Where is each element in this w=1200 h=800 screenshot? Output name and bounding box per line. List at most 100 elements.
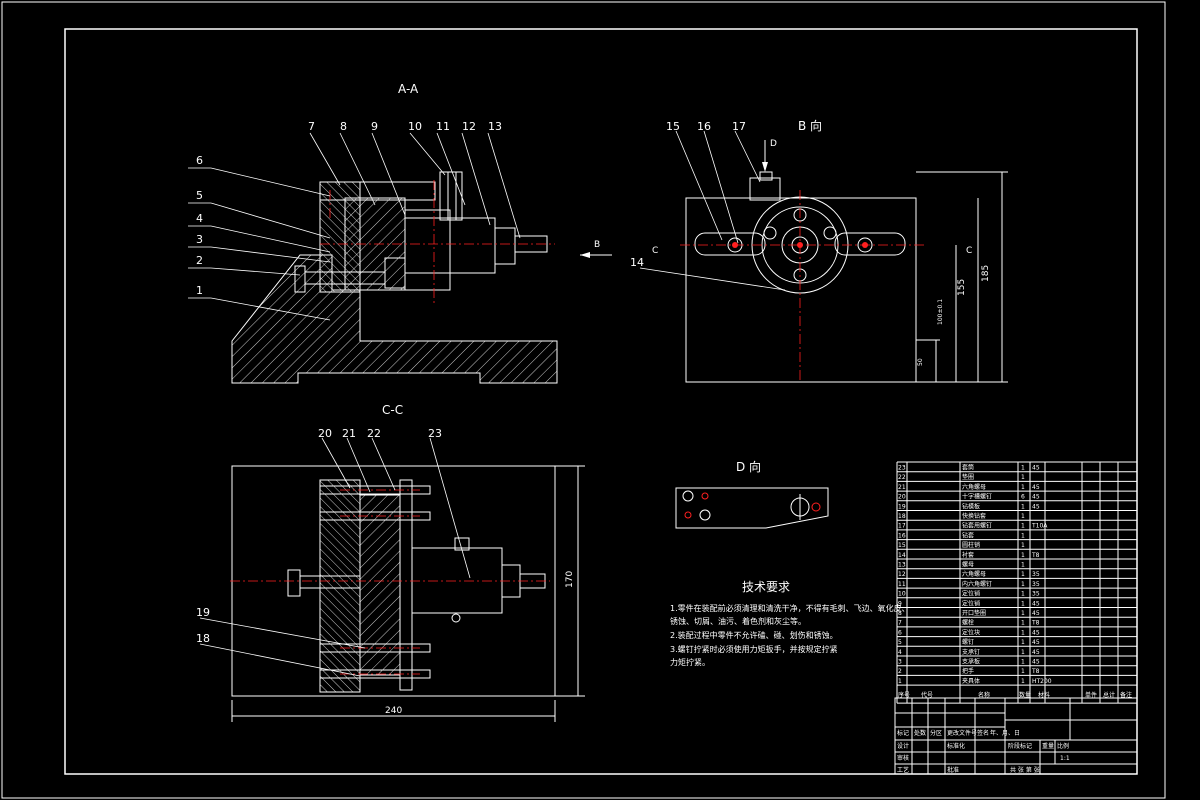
bom-cell: 定位销	[962, 590, 980, 598]
balloon-12: 12	[462, 120, 476, 133]
balloon-20: 20	[318, 427, 332, 440]
tb-label-sign: 签名	[977, 729, 989, 737]
bom-cell: 定位销	[962, 599, 980, 607]
screw-top	[439, 171, 463, 221]
tech-line-1: 1.零件在装配前必须清理和清洗干净，不得有毛刺、飞边、氧化皮、	[670, 603, 910, 613]
dim-100: 100±0.1	[937, 299, 944, 325]
slot-left	[694, 232, 766, 256]
tb-label-std: 标准化	[947, 742, 965, 750]
balloon-5: 5	[196, 189, 203, 202]
bom-cell: 45	[1032, 484, 1040, 491]
view-b: B 向 D C C 15 16 17 14	[630, 118, 1008, 383]
tech-line-4: 3.螺钉拧紧时必须使用力矩扳手，并按规定拧紧	[670, 644, 838, 654]
bom-cell: 45	[1032, 610, 1040, 617]
bom-header-cell: 材料	[1038, 691, 1050, 699]
c-left-label: C	[652, 246, 658, 256]
bom-cell: 11	[898, 581, 906, 588]
balloon-7: 7	[308, 120, 315, 133]
b-arrow-icon	[580, 252, 590, 258]
bom-cell: 内六角螺钉	[962, 580, 992, 588]
tech-requirements: 技术要求 1.零件在装配前必须清理和清洗干净，不得有毛刺、飞边、氧化皮、 锈蚀、…	[670, 580, 910, 667]
section-c-title: C-C	[382, 403, 403, 417]
bom-cell: 22	[898, 474, 906, 481]
screw-bottom	[384, 257, 406, 289]
dim-240: 240	[385, 706, 402, 716]
bom-cell: 12	[898, 571, 906, 578]
tb-label-change: 更改文件号	[947, 729, 977, 737]
dim-50: 50	[917, 358, 924, 366]
bom-cell: 4	[898, 649, 902, 656]
housing	[404, 209, 451, 291]
bom-header-cell: 序号	[898, 691, 910, 699]
balloon-23: 23	[428, 427, 442, 440]
top-cover	[319, 181, 436, 201]
bom-header-cell: 单件	[1085, 691, 1097, 699]
bom-cell: T8	[1031, 620, 1040, 627]
section-c-c: C-C 20 21 22 23 19 18	[196, 403, 585, 722]
tech-line-2: 锈蚀、切屑、油污、着色剂和灰尘等。	[670, 616, 806, 626]
bom-cell: 1	[1021, 562, 1025, 569]
tb-label-weight: 重量	[1042, 742, 1054, 750]
bom-cell: 1	[1021, 532, 1025, 539]
bom-cell: 1	[1021, 678, 1025, 685]
balloon-13: 13	[488, 120, 502, 133]
bom-cell: 十字槽螺钉	[962, 493, 992, 501]
bom-cell: 定位块	[962, 628, 980, 636]
bom-header-cell: 代号	[921, 691, 933, 699]
bom-cell: 1	[1021, 465, 1025, 472]
tb-label-stage: 阶段标记	[1008, 742, 1032, 750]
bom-cell: 1	[1021, 600, 1025, 607]
section-a-title: A-A	[398, 82, 419, 96]
bom-cell: 1	[1021, 542, 1025, 549]
bom-cell: 45	[1032, 503, 1040, 510]
bom-cell: 45	[1032, 659, 1040, 666]
bom-cell: 钻模板	[962, 502, 980, 510]
balloon-1: 1	[196, 284, 203, 297]
bom-cell: 19	[898, 503, 906, 510]
bom-cell: 1	[1021, 659, 1025, 666]
bom-cell: 15	[898, 542, 906, 549]
bom-cell: 1	[1021, 513, 1025, 520]
balloon-4: 4	[196, 212, 203, 225]
bom-cell: 18	[898, 513, 906, 520]
balloon-10: 10	[408, 120, 422, 133]
bom-cell: 1	[1021, 484, 1025, 491]
balloon-2: 2	[196, 254, 203, 267]
bom-cell: 10	[898, 591, 906, 598]
bom-cell: 45	[1032, 600, 1040, 607]
slot-right	[834, 232, 906, 256]
nut-body	[494, 227, 516, 265]
bom-cell: 1	[1021, 523, 1025, 530]
tb-label-design: 设计	[897, 742, 909, 750]
bom-cell: 2	[898, 668, 902, 675]
balloon-22: 22	[367, 427, 381, 440]
tech-title: 技术要求	[742, 580, 790, 594]
bom-cell: 1	[1021, 591, 1025, 598]
c-plate-section	[359, 494, 401, 676]
bom-cell: 1	[1021, 581, 1025, 588]
bom-cell: 6	[898, 629, 902, 636]
c-right-label: C	[966, 246, 972, 256]
bom-cell: 衬套	[962, 551, 974, 559]
bom-cell: 5	[898, 639, 902, 646]
bom-cell: 1	[1021, 503, 1025, 510]
bom-cell: 1	[1021, 649, 1025, 656]
tb-label-zone: 分区	[930, 729, 942, 737]
bom-cell: 14	[898, 552, 906, 559]
bom-header-cell: 总计	[1103, 691, 1115, 699]
tb-label-date: 年、月、日	[990, 729, 1020, 737]
balloon-16: 16	[697, 120, 711, 133]
bom-cell: 垫圈	[962, 473, 974, 481]
tb-label-mark: 标记	[897, 729, 909, 737]
bom-cell: 支承钉	[962, 648, 980, 656]
bom-cell: 1	[1021, 620, 1025, 627]
bom-cell: 23	[898, 465, 906, 472]
c-base-section	[319, 479, 361, 693]
bom-cell: 3	[898, 659, 902, 666]
d-arrow-icon	[762, 162, 768, 172]
bom-cell: 六角螺母	[962, 483, 986, 491]
bom-cell: 45	[1032, 465, 1040, 472]
bom-cell: 夹具体	[962, 677, 980, 685]
